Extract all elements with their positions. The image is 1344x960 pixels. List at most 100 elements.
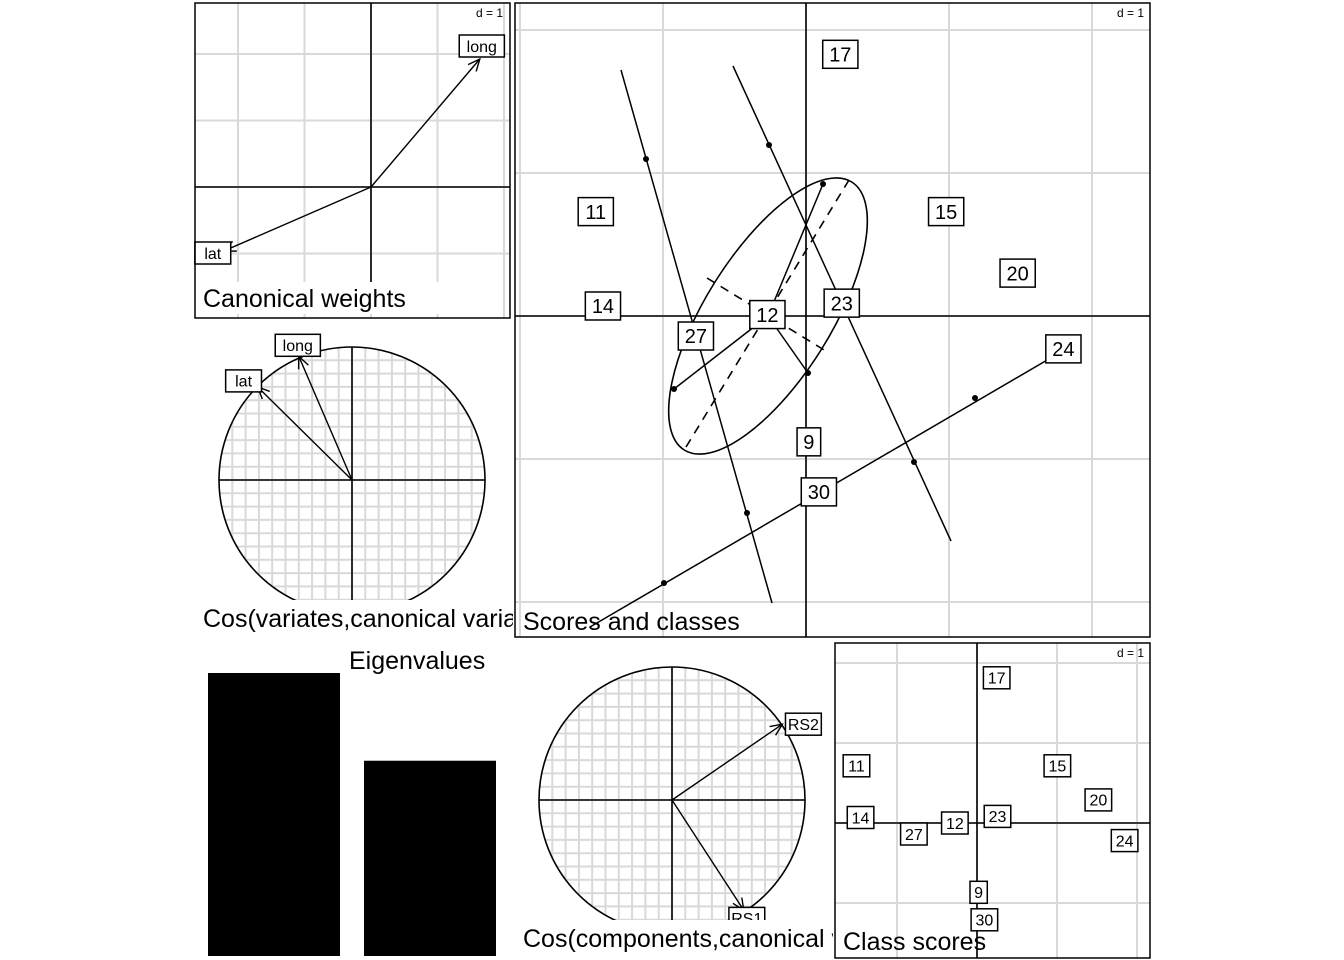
canonical-weights-arrow-lat <box>223 186 372 252</box>
eigenvalues-title: Eigenvalues <box>349 647 485 675</box>
class-scores-point-17-box <box>982 666 1011 690</box>
panel-class-scores: 17 11 15 20 14 27 12 23 24 9 30 d = 1 Class scores <box>834 642 1151 959</box>
cos-variates-title-bg <box>196 600 512 636</box>
cos-components-arrow-RS1 <box>671 799 745 911</box>
star-dot <box>671 386 677 392</box>
cos-components-label-RS2-text: RS2 <box>788 717 819 734</box>
scores-title: Scores and classes <box>523 608 740 636</box>
class-scores-point-27-box <box>899 822 928 846</box>
cos-components-label-RS1-box <box>728 906 766 922</box>
scores-point-12: 12 <box>749 299 786 330</box>
scores-scale-label: d = 1 <box>1117 6 1144 20</box>
cos-variates-title: Cos(variates,canonical variates) <box>203 605 559 633</box>
class-scores-point-9-box <box>969 880 989 905</box>
class-scores-point-12: 12 <box>940 811 969 835</box>
star-segment <box>767 183 824 317</box>
class-scores-point-12-box <box>940 811 969 835</box>
class-scores-point-14-text: 14 <box>852 810 870 827</box>
canonical-weights-arrow-long <box>370 58 481 188</box>
class-scores-point-30-box <box>970 908 999 932</box>
cos-variates-label-long: long <box>274 333 322 358</box>
class-scores-scale-label: d = 1 <box>1117 646 1144 660</box>
projection-dot <box>643 156 649 162</box>
class-scores-point-24-text: 24 <box>1116 833 1134 850</box>
cos-variates-label-long-box <box>274 333 322 358</box>
class-scores-point-14-box <box>846 805 875 830</box>
scores-point-23-box <box>823 288 861 318</box>
scores-point-11: 11 <box>577 196 615 227</box>
scores-point-14-text: 14 <box>592 296 614 318</box>
projection-dot <box>911 459 917 465</box>
cos-components-label-RS1: RS1 <box>728 906 766 928</box>
cos-components-label-RS2: RS2 <box>784 712 823 736</box>
scores-point-24: 24 <box>1045 334 1082 364</box>
class-scores-point-24: 24 <box>1110 828 1139 853</box>
scores-point-27-box <box>677 321 715 351</box>
scores-point-20-text: 20 <box>1007 263 1029 285</box>
eigenvalue-bar-2 <box>364 760 496 956</box>
canonical-weights-title-bg <box>198 282 458 314</box>
scores-point-30: 30 <box>800 477 838 507</box>
panel-eigenvalues: Eigenvalues <box>208 647 496 956</box>
cos-variates-arrow-lat <box>257 386 353 481</box>
class-scores-point-11-text: 11 <box>848 759 865 776</box>
scores-point-27: 27 <box>677 321 715 351</box>
eigenvalue-bars <box>208 673 496 956</box>
class-scores-point-12-text: 12 <box>946 816 964 833</box>
class-scores-point-11-box <box>842 754 871 778</box>
scores-point-24-text: 24 <box>1052 339 1074 361</box>
cos-components-label-RS1-text: RS1 <box>731 911 762 928</box>
scores-grid <box>515 3 1150 637</box>
cos-variates-label-lat: lat <box>224 369 263 393</box>
class-scores-point-30: 30 <box>970 908 999 932</box>
scores-point-15: 15 <box>927 196 965 227</box>
class-scores-point-9: 9 <box>969 880 989 905</box>
canonical-weights-arrow-long-head <box>467 57 481 72</box>
class-scores-point-labels: 17 11 15 20 14 27 12 23 24 9 30 <box>842 666 1139 932</box>
star-dot <box>805 370 811 376</box>
scores-point-23-text: 23 <box>831 293 853 315</box>
class-scores-point-20-text: 20 <box>1089 793 1107 810</box>
scores-point-24-box <box>1045 334 1082 364</box>
class-scores-point-15-box <box>1043 754 1072 778</box>
cos-variates-arrow-long <box>298 356 353 481</box>
class-scores-point-15: 15 <box>1043 754 1072 778</box>
class-scores-point-20: 20 <box>1084 788 1113 812</box>
canonical-weights-scale-label: d = 1 <box>476 6 503 20</box>
scores-point-9-box <box>796 427 822 457</box>
scores-point-23: 23 <box>823 288 861 318</box>
cos-components-label-RS2-box <box>784 712 823 736</box>
class-scores-point-23: 23 <box>983 804 1012 829</box>
panel-scores-and-classes: 17 11 15 20 14 23 12 27 24 9 30 d = 1 Scores and c… <box>514 2 1151 638</box>
scores-point-12-text: 12 <box>756 305 778 327</box>
class-scores-point-27-text: 27 <box>905 827 923 844</box>
scores-point-9-text: 9 <box>803 432 814 454</box>
class-scores-point-24-box <box>1110 828 1139 853</box>
cos-components-arrow-RS2-head <box>769 723 784 736</box>
class-scores-point-11: 11 <box>842 754 871 778</box>
cos-variates-label-lat-box <box>224 369 263 393</box>
class-scores-point-14: 14 <box>846 805 875 830</box>
class-scores-point-17: 17 <box>982 666 1011 690</box>
scores-point-labels: 17 11 15 20 14 23 12 27 24 9 30 <box>577 39 1082 507</box>
scores-point-15-box <box>927 196 965 227</box>
scores-point-17-box <box>821 39 859 70</box>
class-scores-point-23-box <box>983 804 1012 829</box>
star-dot <box>820 181 826 187</box>
scores-point-17-text: 17 <box>829 45 851 67</box>
scores-frame <box>514 2 1151 638</box>
canonical-weights-label-lat: lat <box>194 241 232 265</box>
scores-point-20: 20 <box>999 258 1036 288</box>
scores-point-9: 9 <box>796 427 822 457</box>
projection-dot <box>661 580 667 586</box>
class-scores-title: Class scores <box>843 928 986 956</box>
class-scores-point-30-text: 30 <box>975 913 993 930</box>
eigenvalue-bar-1 <box>208 673 340 956</box>
class-scores-point-9-text: 9 <box>974 885 983 902</box>
projection-dot <box>972 395 978 401</box>
